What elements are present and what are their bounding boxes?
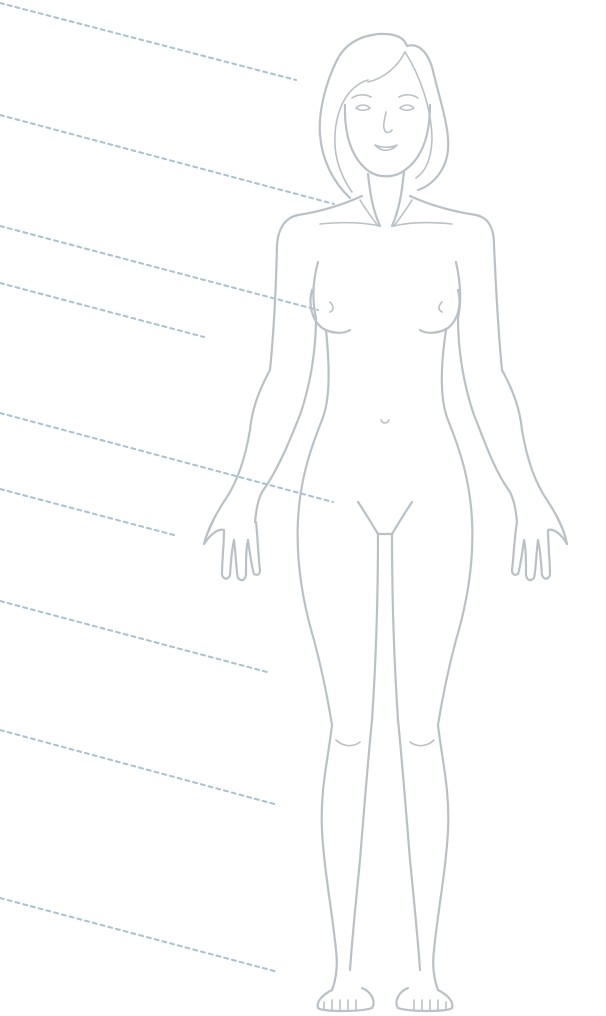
left-nipple (329, 301, 334, 313)
face-outline (343, 103, 432, 178)
neck-right (390, 170, 406, 228)
hair-outline (318, 32, 450, 200)
right-hand (510, 520, 569, 582)
right-shoulder (408, 194, 496, 247)
left-thumb (203, 519, 215, 545)
right-eye (399, 104, 415, 112)
right-flank (436, 328, 474, 727)
hair-inner-left (333, 79, 369, 193)
right-inner-leg (390, 532, 422, 972)
right-arm-inner (454, 260, 519, 524)
right-nipple (438, 301, 443, 313)
left-inner-leg (348, 532, 380, 972)
leader-line-head (0, 2, 297, 81)
female-body-outline (202, 32, 569, 1013)
right-thumb (557, 519, 568, 545)
groin-right (390, 500, 414, 536)
right-outer-leg (432, 723, 450, 992)
left-hand (202, 520, 262, 582)
neck-left (366, 172, 382, 228)
leader-lines (0, 2, 335, 973)
mouth (374, 144, 398, 152)
left-arm-outer (202, 243, 279, 546)
hair-part (367, 51, 406, 83)
navel (380, 419, 390, 424)
left-knee (335, 739, 361, 747)
left-toes (323, 999, 357, 1012)
nose (382, 111, 393, 134)
groin-left (356, 500, 380, 536)
leader-line-neck (0, 114, 335, 205)
neck-left-inner (359, 199, 379, 227)
clavicle-left (319, 221, 381, 227)
right-foot (395, 986, 454, 1013)
neck-right-inner (393, 199, 413, 227)
left-eye (355, 104, 371, 112)
left-shoulder (275, 194, 364, 247)
leader-line-hand (0, 488, 175, 536)
right-eyebrow (398, 94, 419, 99)
leader-line-lower-leg (0, 729, 279, 806)
hair-inner-right (404, 51, 433, 179)
leader-line-upper-arm (0, 282, 205, 338)
left-eyebrow (351, 94, 372, 99)
left-arm-inner (253, 260, 320, 524)
left-breast (309, 288, 352, 334)
right-toes (413, 999, 447, 1012)
leader-line-thigh (0, 600, 268, 673)
left-flank (296, 328, 334, 727)
right-breast (418, 288, 461, 334)
right-knee (409, 739, 435, 747)
clavicle-right (393, 221, 453, 227)
right-arm-outer (492, 243, 569, 546)
left-outer-leg (320, 723, 338, 992)
leader-line-foot (0, 897, 279, 973)
leader-line-groin (0, 412, 334, 503)
left-foot (316, 986, 375, 1013)
leader-line-chest (0, 225, 319, 311)
